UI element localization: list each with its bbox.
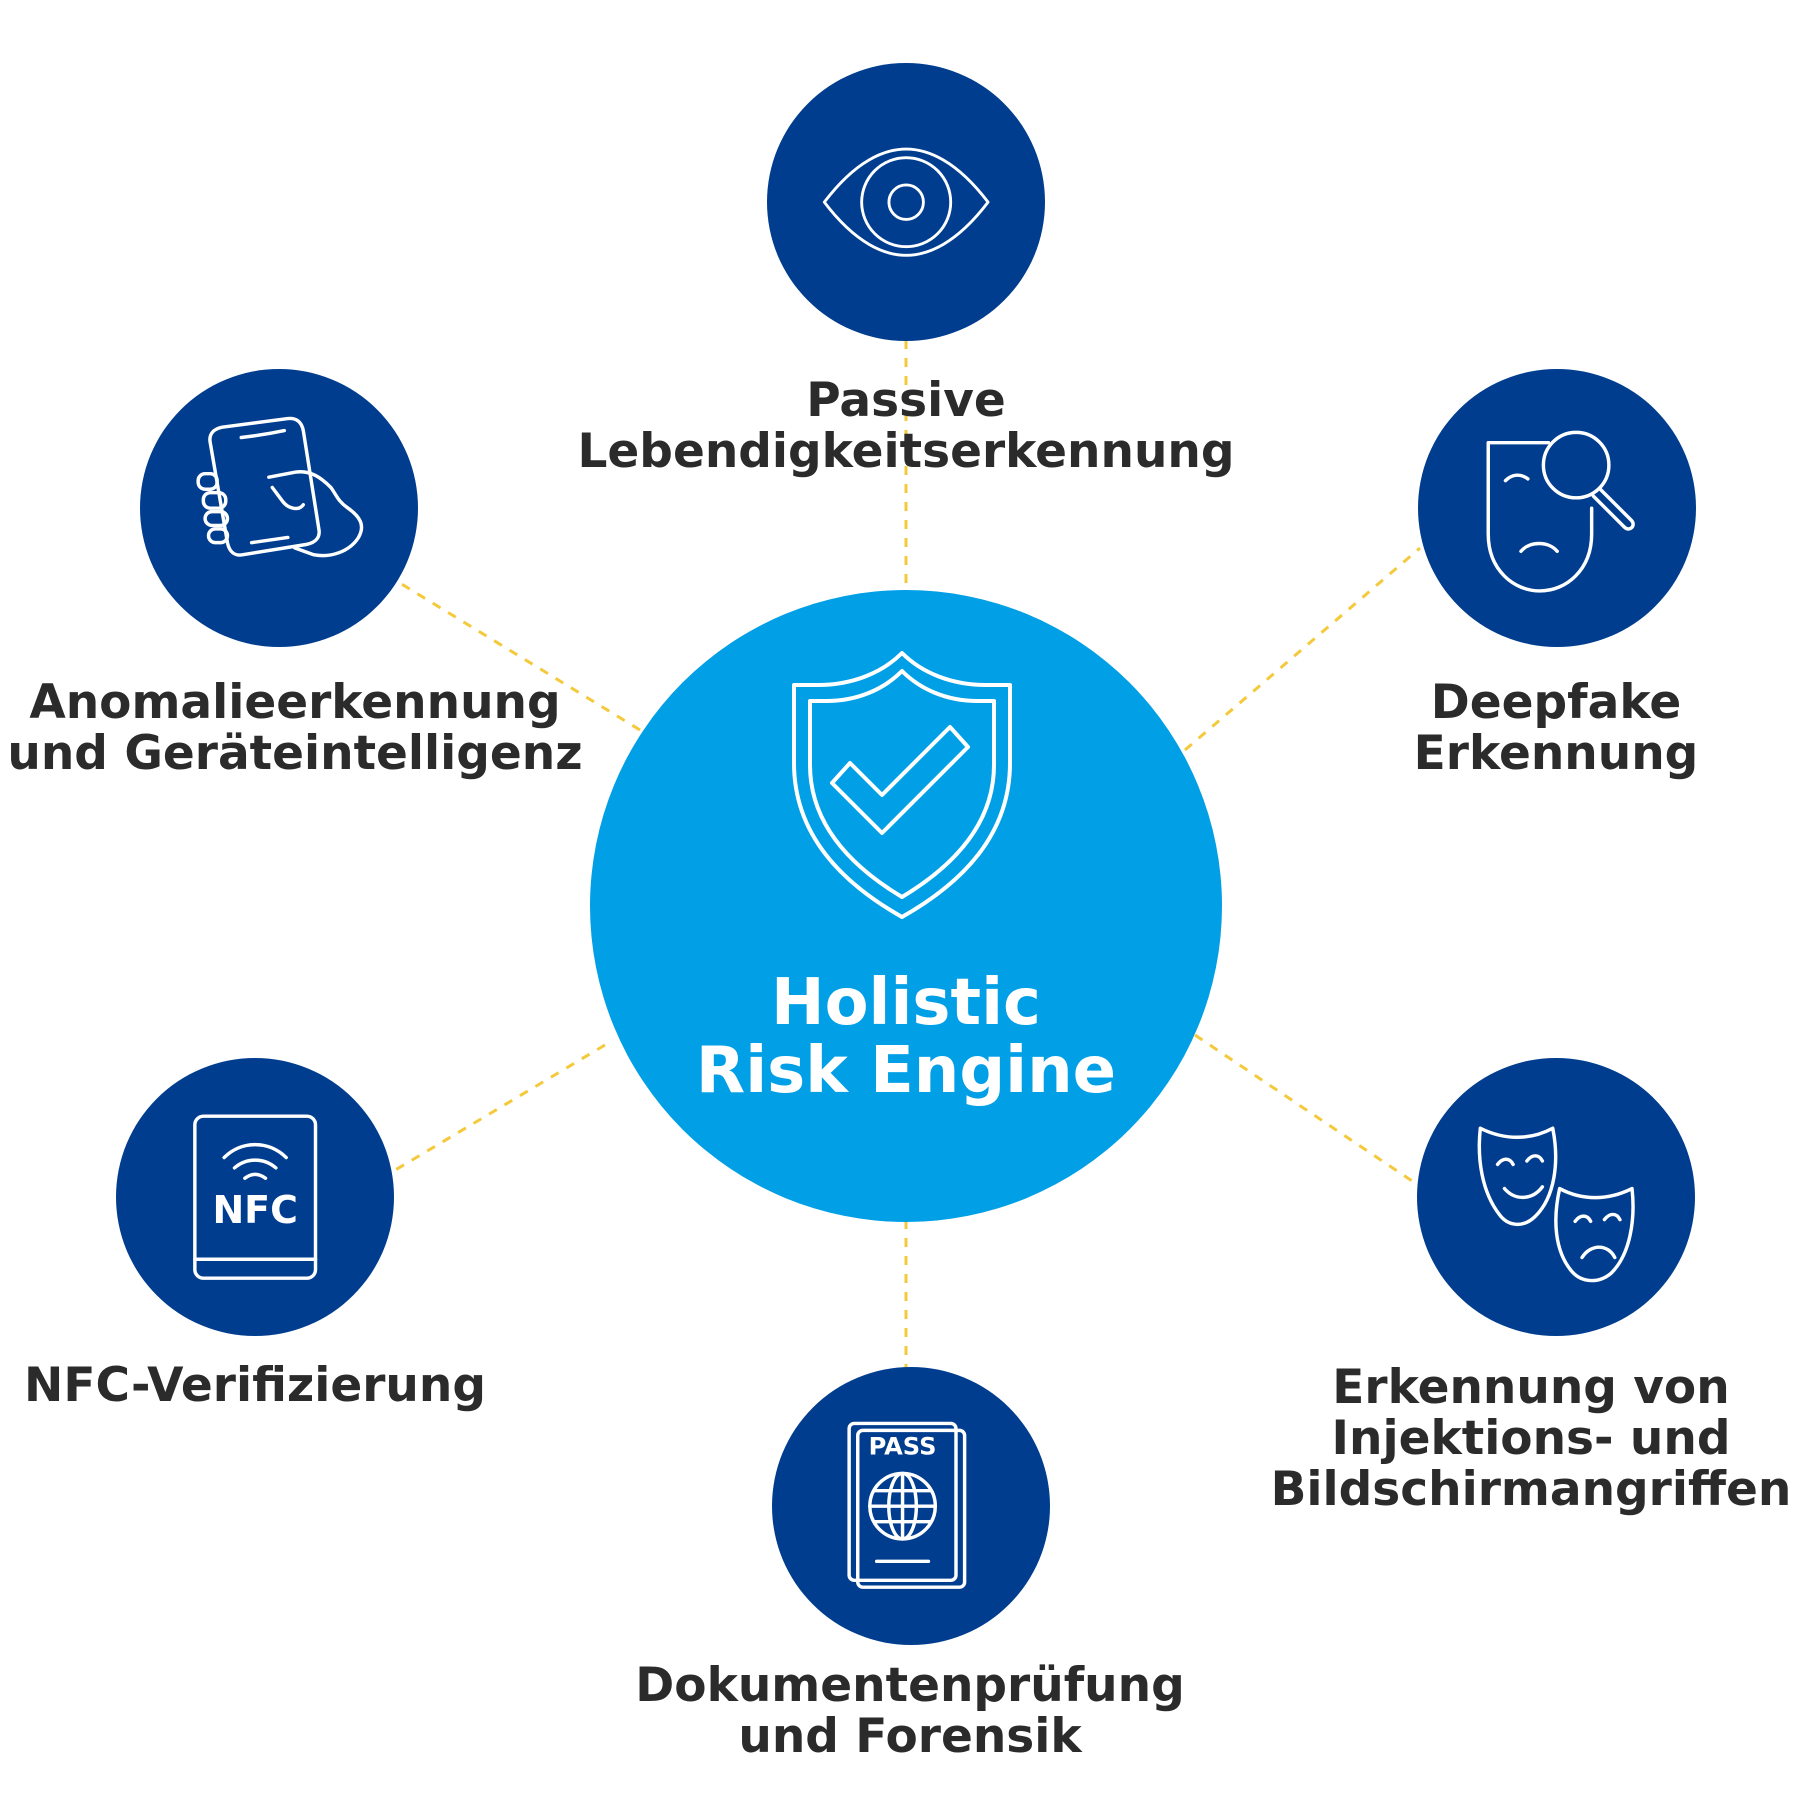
label-nfc-line-1: NFC-Verifizierung: [24, 1358, 486, 1413]
node-liveness: [767, 63, 1045, 341]
label-liveness: Passive Lebendigkeitserkennung: [556, 375, 1256, 477]
label-liveness-line-2: Lebendigkeitserkennung: [577, 424, 1235, 479]
hand-phone-icon: [196, 416, 363, 558]
label-injection-line-3: Bildschirmangriffen: [1270, 1462, 1792, 1517]
label-injection: Erkennung von Injektions- und Bildschirm…: [1266, 1362, 1796, 1515]
passport-icon-text: PASS: [868, 1432, 936, 1460]
label-injection-line-2: Injektions- und: [1331, 1411, 1731, 1466]
node-injection: [1417, 1058, 1695, 1336]
connector-deepfake: [1184, 546, 1421, 752]
center-title-line-1: Holistic: [771, 966, 1041, 1040]
connector-nfc: [391, 1043, 606, 1174]
label-anomaly-line-2: und Geräteintelligenz: [7, 726, 583, 781]
connector-injection: [1194, 1033, 1419, 1187]
label-nfc: NFC-Verifizierung: [5, 1360, 505, 1411]
label-injection-line-1: Erkennung von: [1332, 1360, 1730, 1415]
label-deepfake-line-1: Deepfake: [1430, 675, 1682, 730]
shield-check-icon: [792, 651, 1012, 919]
node-anomaly: [140, 369, 418, 647]
label-anomaly: Anomalieerkennung und Geräteintelligenz: [5, 677, 585, 779]
passport-icon: PASS: [847, 1421, 967, 1589]
node-nfc: NFC: [116, 1058, 394, 1336]
nfc-card-icon: NFC: [192, 1114, 318, 1280]
node-document: PASS: [772, 1367, 1050, 1645]
connector-anomaly: [394, 578, 641, 732]
node-deepfake: [1418, 369, 1696, 647]
label-anomaly-line-1: Anomalieerkennung: [29, 675, 561, 730]
mask-magnifier-icon: [1486, 430, 1635, 593]
label-deepfake: Deepfake Erkennung: [1356, 677, 1756, 779]
holistic-risk-engine-hub: Holistic Risk Engine: [590, 590, 1222, 1222]
eye-icon: [822, 147, 990, 257]
theater-masks-icon: [1477, 1126, 1635, 1283]
label-document: Dokumentenprüfung und Forensik: [580, 1660, 1240, 1762]
nfc-icon-text: NFC: [212, 1188, 297, 1232]
label-document-line-1: Dokumentenprüfung: [635, 1658, 1185, 1713]
label-liveness-line-1: Passive: [806, 373, 1006, 428]
label-document-line-2: und Forensik: [738, 1709, 1082, 1764]
center-title-line-2: Risk Engine: [695, 1034, 1117, 1108]
label-deepfake-line-2: Erkennung: [1413, 726, 1699, 781]
